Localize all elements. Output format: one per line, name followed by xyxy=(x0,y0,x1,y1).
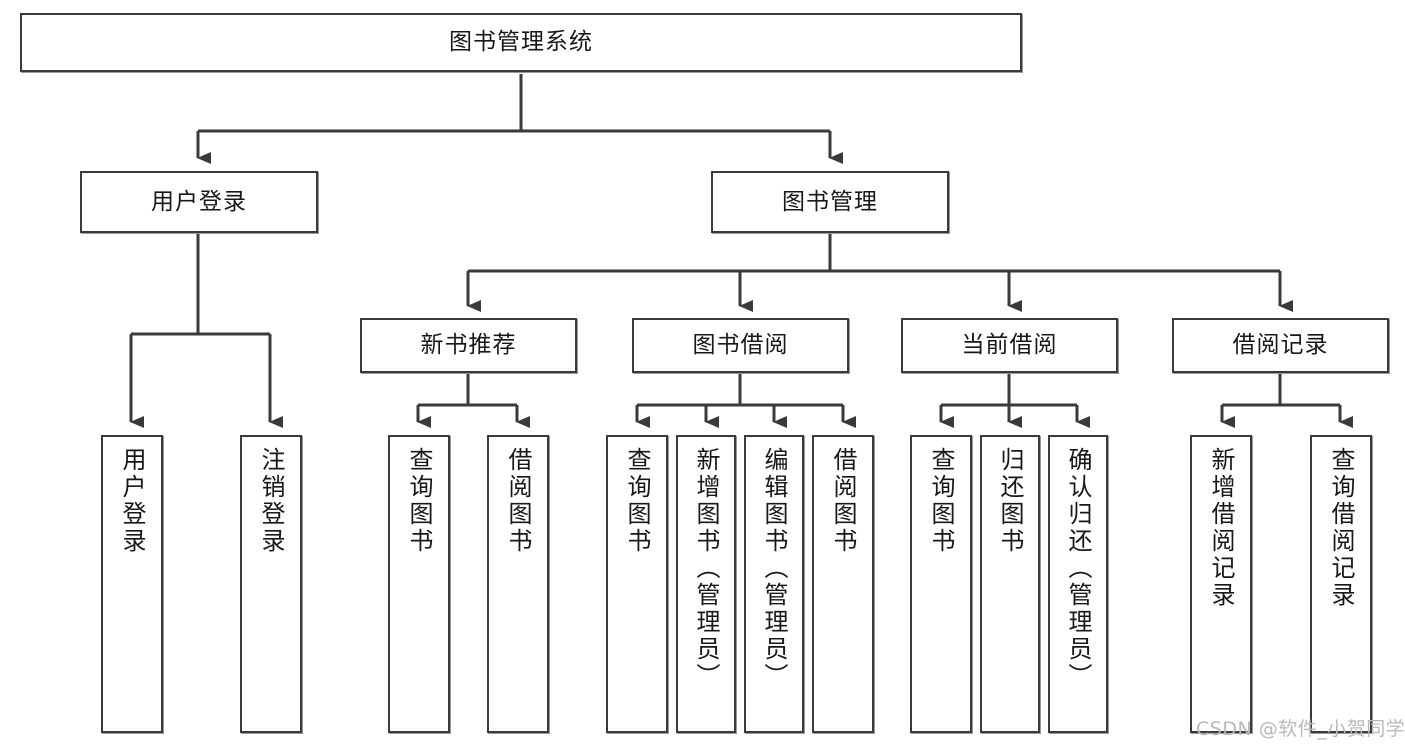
leaf-label: 编辑图书（管理员） xyxy=(760,447,788,690)
leaf-label: 用户登录 xyxy=(118,447,146,555)
leaf-label: 注销登录 xyxy=(257,447,285,555)
leaf-label: 新增借阅记录 xyxy=(1207,447,1235,609)
leaf-new-book-query[interactable]: 查询图书 xyxy=(388,435,450,733)
leaf-current-borrow-confirm[interactable]: 确认归还（管理员） xyxy=(1048,435,1108,733)
leaf-label: 查询图书 xyxy=(927,447,955,555)
node-new-book-recommend-label: 新书推荐 xyxy=(420,332,517,359)
node-root[interactable]: 图书管理系统 xyxy=(20,13,1022,72)
leaf-label: 新增图书（管理员） xyxy=(692,447,720,690)
leaf-book-borrow-add[interactable]: 新增图书（管理员） xyxy=(676,435,736,733)
node-book-borrow[interactable]: 图书借阅 xyxy=(632,318,849,373)
node-borrow-record-label: 借阅记录 xyxy=(1232,332,1329,359)
watermark: CSDN @软件_小贺同学 xyxy=(1196,718,1405,740)
leaf-current-borrow-return[interactable]: 归还图书 xyxy=(980,435,1040,733)
node-book-management[interactable]: 图书管理 xyxy=(711,171,949,233)
node-new-book-recommend[interactable]: 新书推荐 xyxy=(360,318,577,373)
leaf-book-borrow-lend[interactable]: 借阅图书 xyxy=(812,435,874,733)
node-current-borrow-label: 当前借阅 xyxy=(961,332,1058,359)
leaf-label: 查询图书 xyxy=(623,447,651,555)
leaf-label: 借阅图书 xyxy=(504,447,532,555)
leaf-label: 查询借阅记录 xyxy=(1327,447,1355,609)
leaf-label: 查询图书 xyxy=(405,447,433,555)
leaf-label: 借阅图书 xyxy=(829,447,857,555)
node-root-label: 图书管理系统 xyxy=(449,29,593,56)
leaf-new-book-borrow[interactable]: 借阅图书 xyxy=(487,435,549,733)
leaf-user-login-logout[interactable]: 注销登录 xyxy=(240,435,302,733)
leaf-book-borrow-edit[interactable]: 编辑图书（管理员） xyxy=(744,435,804,733)
node-borrow-record[interactable]: 借阅记录 xyxy=(1172,318,1389,373)
leaf-label: 确认归还（管理员） xyxy=(1064,447,1092,690)
leaf-current-borrow-query[interactable]: 查询图书 xyxy=(910,435,972,733)
leaf-borrow-record-query[interactable]: 查询借阅记录 xyxy=(1310,435,1372,733)
leaf-book-borrow-query[interactable]: 查询图书 xyxy=(606,435,668,733)
leaf-label: 归还图书 xyxy=(996,447,1024,555)
node-book-management-label: 图书管理 xyxy=(782,188,878,215)
node-current-borrow[interactable]: 当前借阅 xyxy=(901,318,1118,373)
node-user-login[interactable]: 用户登录 xyxy=(80,171,318,233)
node-user-login-label: 用户登录 xyxy=(151,188,247,215)
leaf-user-login-login[interactable]: 用户登录 xyxy=(101,435,163,733)
leaf-borrow-record-add[interactable]: 新增借阅记录 xyxy=(1190,435,1252,733)
node-book-borrow-label: 图书借阅 xyxy=(692,332,789,359)
